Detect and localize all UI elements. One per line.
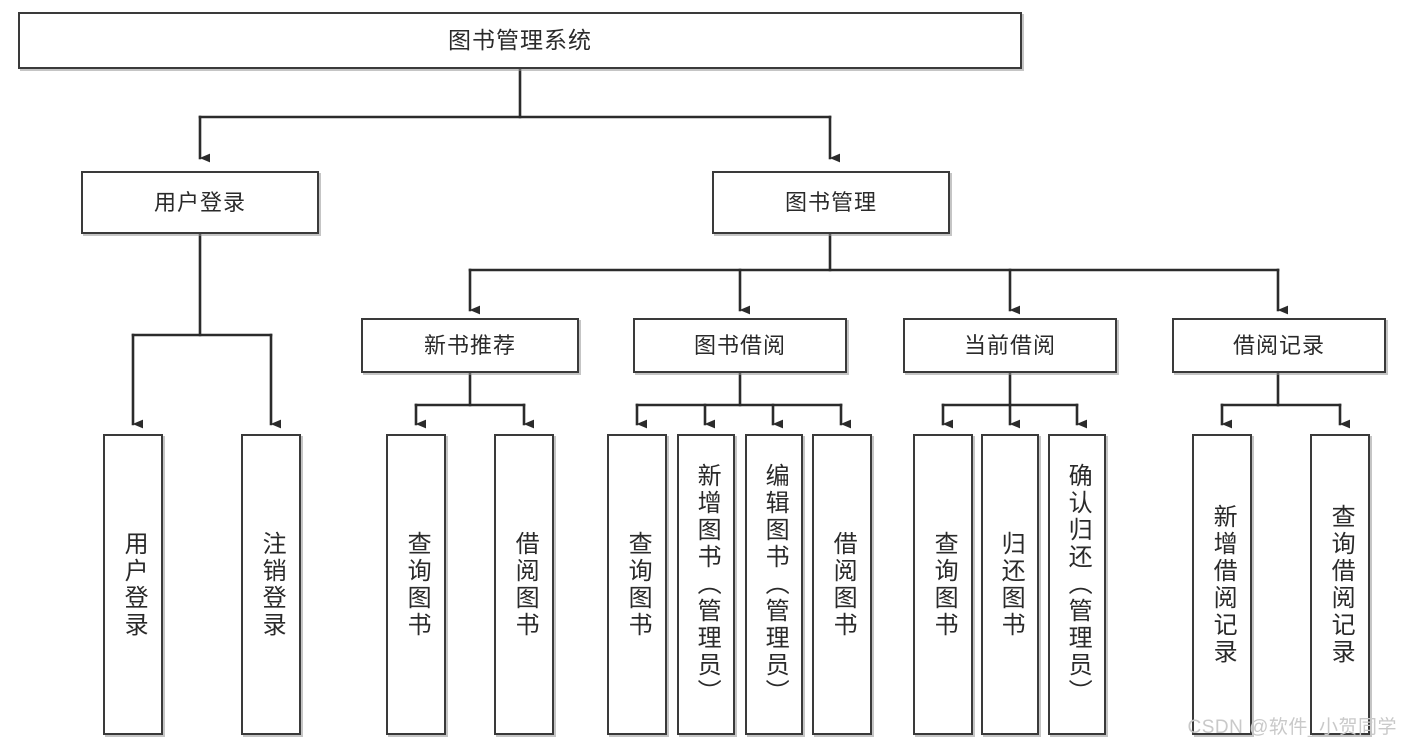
node-current-borrow[interactable]: 当前借阅 — [903, 318, 1117, 373]
leaf-record-add-record[interactable]: 新增借阅记录 — [1192, 434, 1252, 735]
node-label: 确认归还（管理员） — [1064, 463, 1092, 706]
node-book-management[interactable]: 图书管理 — [712, 171, 950, 234]
node-borrow-record[interactable]: 借阅记录 — [1172, 318, 1386, 373]
node-new-book-recommend[interactable]: 新书推荐 — [361, 318, 579, 373]
leaf-borrow-add-book-admin[interactable]: 新增图书（管理员） — [677, 434, 735, 735]
leaf-user-login-logout[interactable]: 注销登录 — [241, 434, 301, 735]
node-label: 图书借阅 — [693, 332, 786, 358]
leaf-recommend-query-book[interactable]: 查询图书 — [386, 434, 446, 735]
leaf-current-confirm-return-admin[interactable]: 确认归还（管理员） — [1048, 434, 1106, 735]
node-label: 注销登录 — [258, 530, 286, 639]
leaf-borrow-edit-book-admin[interactable]: 编辑图书（管理员） — [745, 434, 803, 735]
node-label: 借阅图书 — [511, 530, 539, 639]
node-label: 图书管理系统 — [448, 27, 592, 54]
leaf-recommend-borrow-book[interactable]: 借阅图书 — [494, 434, 554, 735]
leaf-record-query-record[interactable]: 查询借阅记录 — [1310, 434, 1370, 735]
node-label: 借阅图书 — [829, 530, 857, 639]
node-label: 查询借阅记录 — [1327, 503, 1355, 666]
node-book-borrow[interactable]: 图书借阅 — [633, 318, 847, 373]
node-label: 借阅记录 — [1232, 332, 1325, 358]
node-label: 查询图书 — [930, 530, 958, 639]
node-user-login[interactable]: 用户登录 — [81, 171, 319, 234]
leaf-borrow-query-book[interactable]: 查询图书 — [607, 434, 667, 735]
node-label: 用户登录 — [120, 530, 148, 639]
node-label: 图书管理 — [784, 189, 877, 215]
node-label: 新书推荐 — [423, 332, 516, 358]
node-label: 查询图书 — [624, 530, 652, 639]
leaf-user-login-login[interactable]: 用户登录 — [103, 434, 163, 735]
leaf-borrow-borrow-book[interactable]: 借阅图书 — [812, 434, 872, 735]
node-label: 新增图书（管理员） — [693, 463, 721, 706]
node-label: 归还图书 — [997, 530, 1025, 639]
leaf-current-query-book[interactable]: 查询图书 — [913, 434, 973, 735]
node-label: 当前借阅 — [963, 332, 1056, 358]
node-label: 用户登录 — [153, 189, 246, 215]
node-root-system[interactable]: 图书管理系统 — [18, 12, 1022, 69]
leaf-current-return-book[interactable]: 归还图书 — [981, 434, 1039, 735]
node-label: 查询图书 — [403, 530, 431, 639]
node-label: 新增借阅记录 — [1209, 503, 1237, 666]
node-label: 编辑图书（管理员） — [761, 463, 789, 706]
